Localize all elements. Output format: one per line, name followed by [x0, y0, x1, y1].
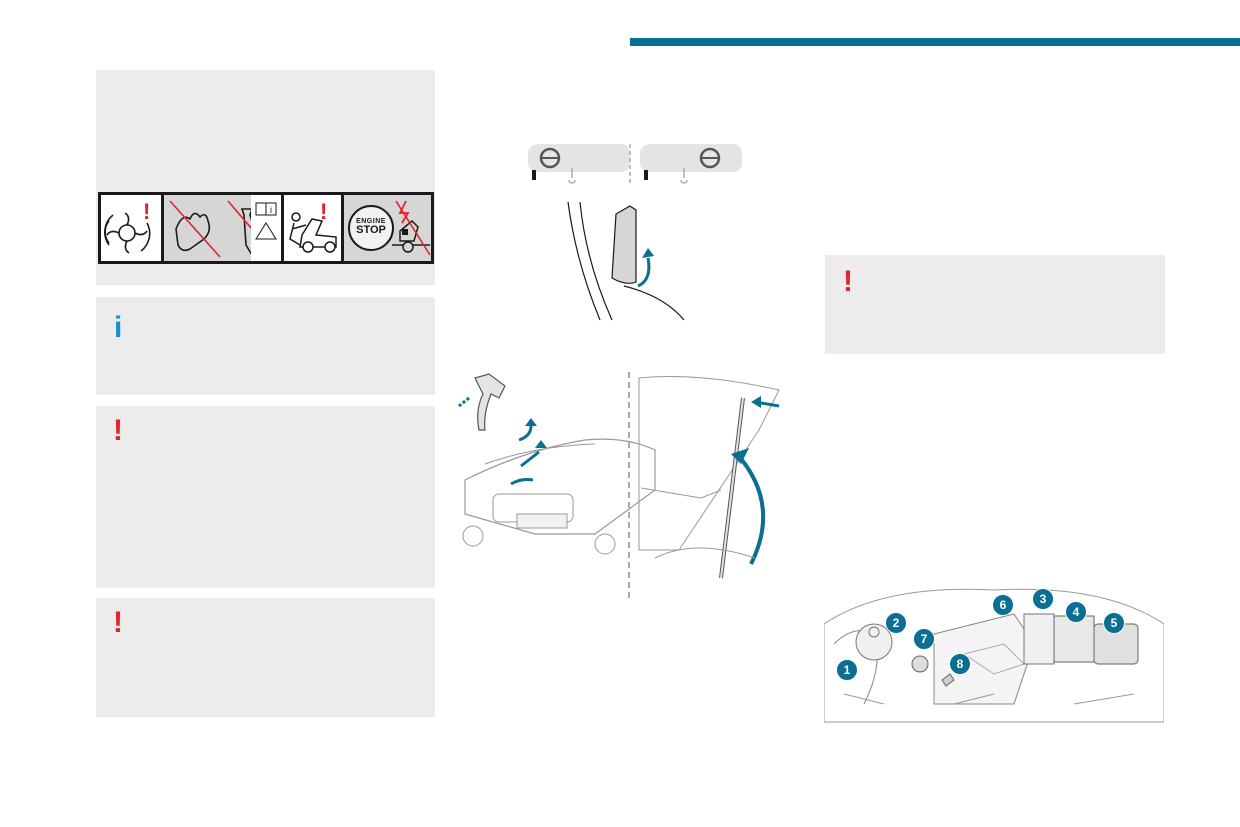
- pull-arrow: [637, 257, 651, 288]
- engine-stop-icon: ENGINE STOP: [348, 205, 394, 251]
- callout-8: 8: [949, 653, 971, 675]
- car-front: [464, 438, 656, 535]
- fan-warning-icon: [104, 212, 151, 254]
- open-hood-exclamation: !: [320, 199, 328, 224]
- fan-warning-exclamation: !: [143, 199, 151, 224]
- callout-2: 2: [885, 612, 907, 634]
- release-marker-lhd: [532, 170, 536, 180]
- hood-latch-handle: [474, 373, 506, 431]
- lift-arrow: [735, 452, 766, 565]
- hood-opening-illustration: [458, 372, 780, 598]
- warning-icon-1: !: [113, 414, 123, 447]
- info-panel: i: [96, 297, 435, 395]
- open-hood-warning-icon: [289, 212, 337, 253]
- warning-icon-2: !: [113, 606, 123, 639]
- coolant-reservoir: [855, 623, 893, 661]
- warning-panel-2: !: [96, 598, 435, 717]
- callout-7: 7: [913, 628, 935, 650]
- release-marker-rhd: [644, 170, 648, 180]
- header-accent-bar: [630, 38, 1240, 46]
- no-charging-icon: [392, 200, 431, 256]
- callout-6: 6: [992, 594, 1014, 616]
- oil-filler-cap: [911, 655, 929, 673]
- engine-stop-line1: ENGINE: [356, 218, 386, 225]
- warning-panel-1: !: [96, 406, 435, 588]
- warning-panel-3: !: [825, 255, 1165, 354]
- warning-icon-3: !: [843, 265, 853, 298]
- callout-4: 4: [1065, 601, 1087, 623]
- air-filter: [1023, 613, 1055, 665]
- hood-release-illustration: [528, 144, 742, 321]
- manual-glyph: i: [270, 205, 272, 215]
- open-hood-cell: !: [284, 195, 341, 261]
- callout-5: 5: [1103, 612, 1125, 634]
- engine-cover: [933, 613, 1035, 705]
- warning-triangle-icon: [255, 222, 277, 240]
- steering-wheel-icon: [539, 147, 561, 169]
- manual-cell: i: [251, 195, 281, 261]
- manual-icon: i: [255, 202, 277, 240]
- info-icon: i: [114, 311, 123, 344]
- engine-stop-line2: STOP: [356, 224, 386, 236]
- release-lever: [611, 205, 637, 284]
- fan-warning-cell: !: [101, 195, 161, 261]
- callout-1: 1: [836, 659, 858, 681]
- dashboard-rhd: [640, 144, 742, 172]
- callout-3: 3: [1032, 588, 1054, 610]
